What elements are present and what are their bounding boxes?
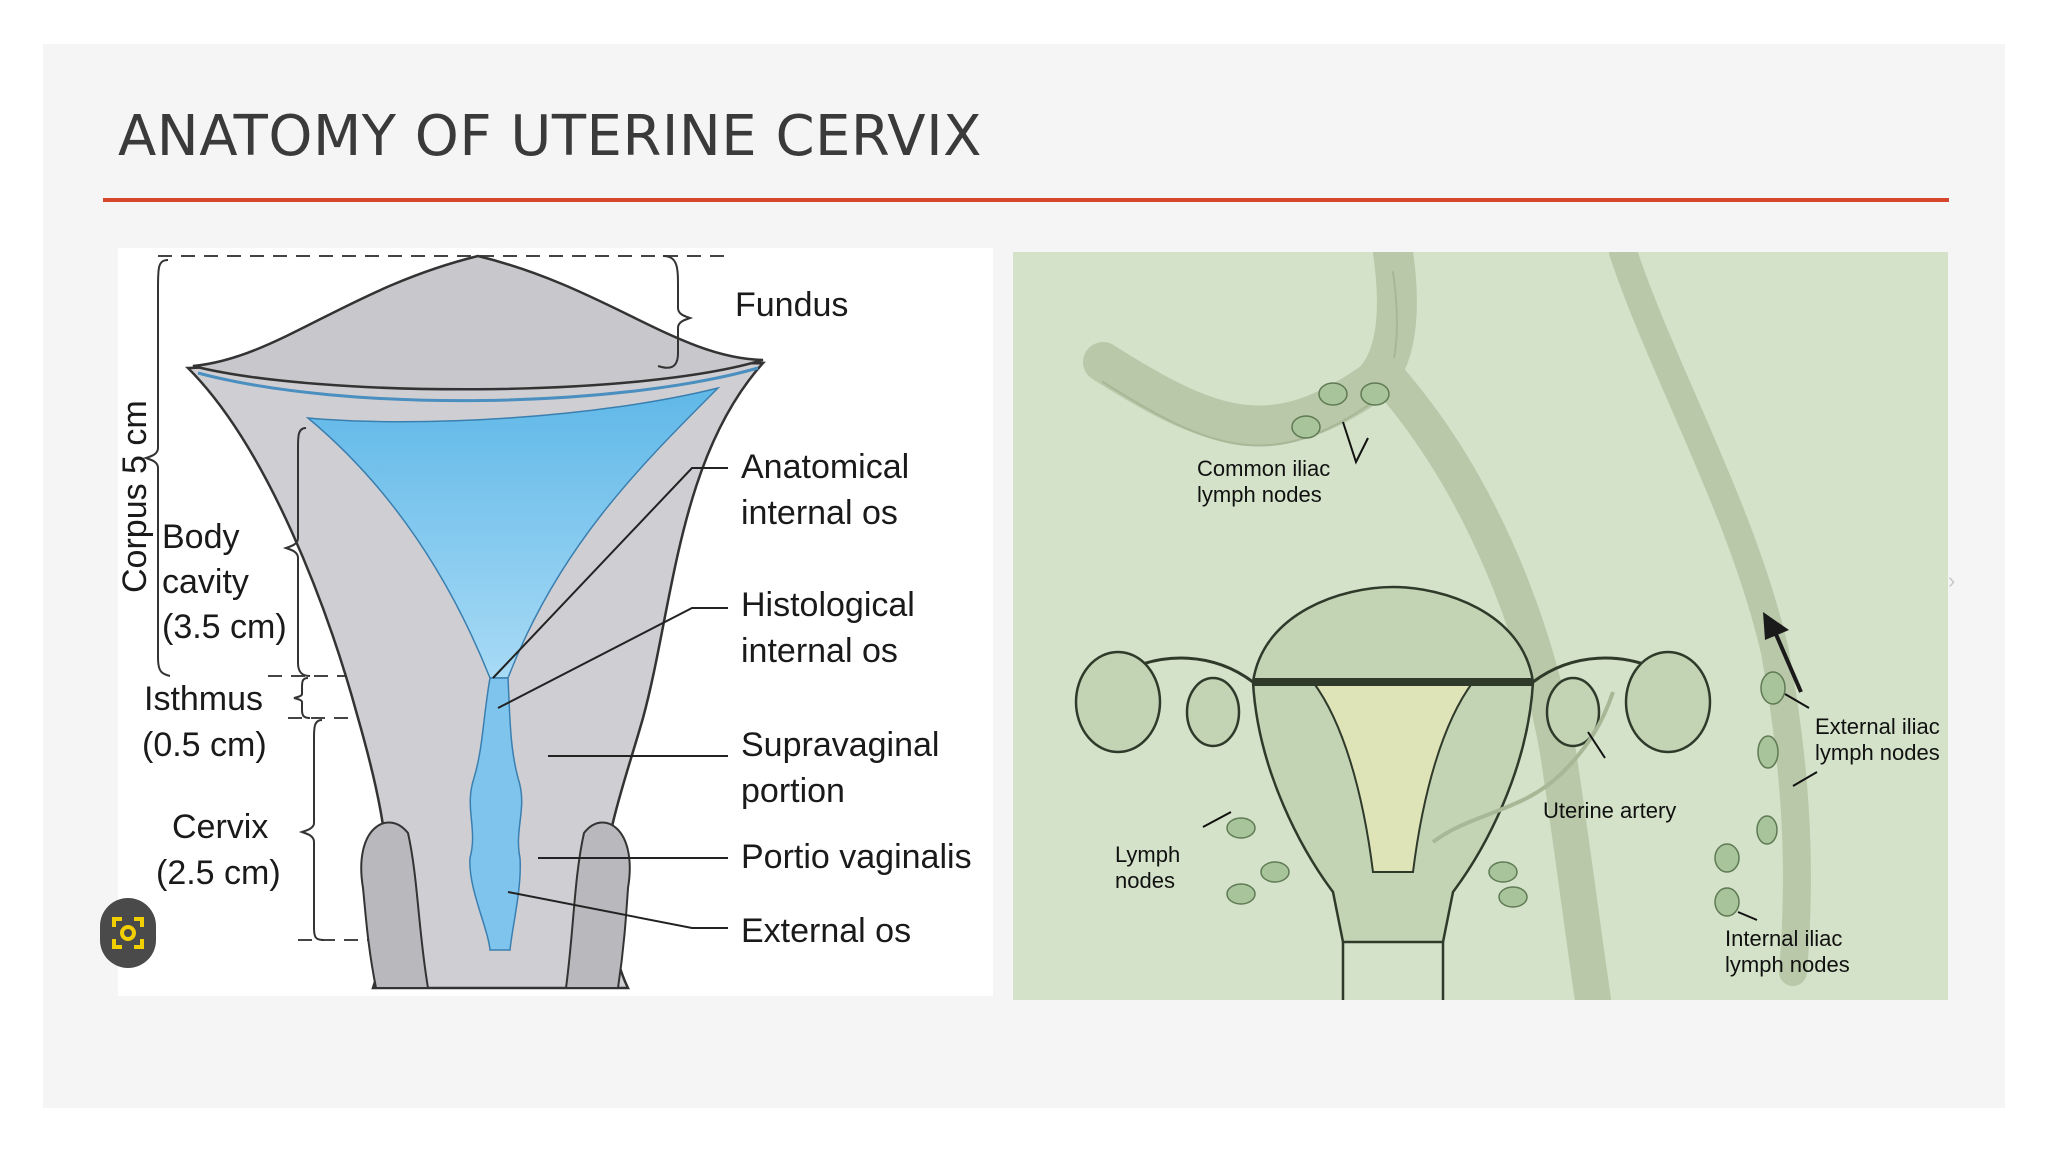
histological-os-label-2: internal os: [741, 632, 898, 670]
body-cavity-label-3: (3.5 cm): [162, 608, 287, 646]
slide-title: ANATOMY OF UTERINE CERVIX: [118, 104, 982, 169]
corpus-label: Corpus 5 cm: [118, 400, 154, 593]
next-slide-icon[interactable]: ›: [1948, 568, 1956, 593]
cervical-canal: [469, 677, 523, 951]
flow-arrow-shaft: [1773, 631, 1803, 693]
external-os-label: External os: [741, 912, 911, 950]
body-cavity-label-1: Body: [162, 518, 240, 556]
isthmus-brace: [293, 677, 311, 719]
fundus-label: Fundus: [735, 286, 848, 324]
portio-vaginalis-label: Portio vaginalis: [741, 838, 972, 876]
cervix-label-2: (2.5 cm): [156, 854, 281, 892]
right-leader-lines: [1202, 421, 1818, 921]
uterine-cavity: [305, 386, 721, 679]
cervix-label-1: Cervix: [172, 808, 268, 846]
uterus-measurement-diagram: Corpus 5 cm Fundus Body cavity (3.5 cm) …: [118, 248, 993, 996]
left-fornix: [360, 821, 430, 989]
body-cavity-brace: [282, 427, 311, 677]
uterine-artery-label: Uterine artery: [1543, 798, 1676, 823]
external-iliac-label-2: lymph nodes: [1815, 740, 1940, 765]
google-lens-button[interactable]: [100, 898, 156, 968]
supravaginal-label-1: Supravaginal: [741, 726, 939, 764]
anatomical-os-label-1: Anatomical: [741, 448, 909, 486]
internal-iliac-label-1: Internal iliac: [1725, 926, 1842, 951]
lymph-nodes: [1226, 382, 1786, 917]
endometrium-line: [197, 366, 759, 403]
lymphatics-drawing: Common iliac lymph nodes External iliac …: [1074, 252, 1940, 1000]
uterine-artery: [1431, 691, 1615, 844]
uterus-with-adnexa: [1074, 585, 1712, 1000]
fundus-brace: [657, 255, 694, 369]
lymph-nodes-label-2: nodes: [1115, 868, 1175, 893]
common-iliac-label-2: lymph nodes: [1197, 482, 1322, 507]
internal-iliac-label-2: lymph nodes: [1725, 952, 1850, 977]
lymphatic-drainage-diagram: Common iliac lymph nodes External iliac …: [1013, 252, 1948, 1000]
fundus-cap: [192, 254, 764, 391]
body-cavity-label-2: cavity: [162, 563, 249, 601]
uterus-drawing: Corpus 5 cm Fundus Body cavity (3.5 cm) …: [118, 254, 972, 990]
google-lens-icon: [112, 917, 144, 949]
common-iliac-label-1: Common iliac: [1197, 456, 1330, 481]
anatomical-os-label-2: internal os: [741, 494, 898, 532]
flow-arrow-head: [1763, 612, 1789, 640]
external-iliac-label-1: External iliac: [1815, 714, 1940, 739]
corpus-brace: [142, 259, 171, 677]
title-underline: [103, 198, 1949, 202]
leader-lines: [492, 467, 728, 929]
isthmus-label-1: Isthmus: [144, 680, 263, 718]
supravaginal-label-2: portion: [741, 772, 845, 810]
isthmus-label-2: (0.5 cm): [142, 726, 267, 764]
histological-os-label-1: Histological: [741, 586, 915, 624]
lymph-nodes-label-1: Lymph: [1115, 842, 1180, 867]
cervix-brace: [298, 719, 325, 941]
